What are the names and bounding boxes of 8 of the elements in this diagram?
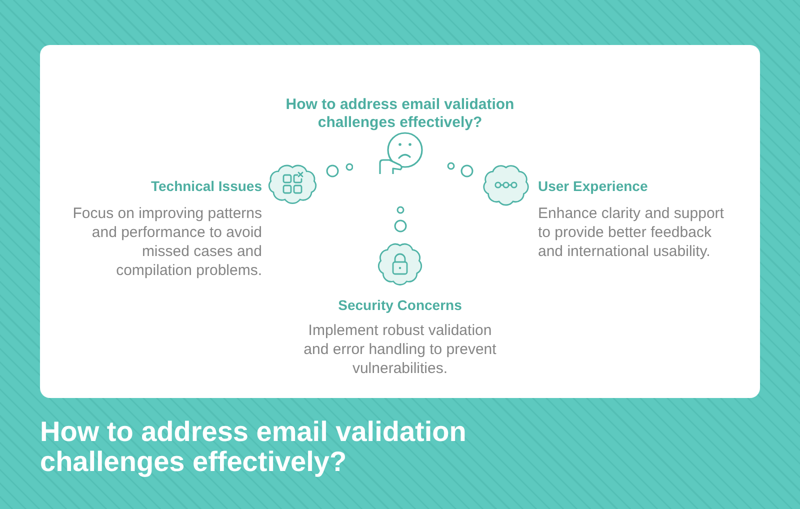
caption: How to address email validation challenges effectively? [40,417,468,477]
description: Focus on improving patterns and performance to avoid missed cases and compilation problems. [72,204,262,280]
heading: Security Concerns [338,296,462,314]
heading: Technical Issues [150,177,262,195]
description: Implement robust validation and error handling to prevent vulnerabilities. [302,321,498,378]
title: How to address email validation challenges effectively? [284,96,516,132]
heading: User Experience [538,177,648,195]
description: Enhance clarity and support to provide better feedback and international usability. [538,204,725,261]
